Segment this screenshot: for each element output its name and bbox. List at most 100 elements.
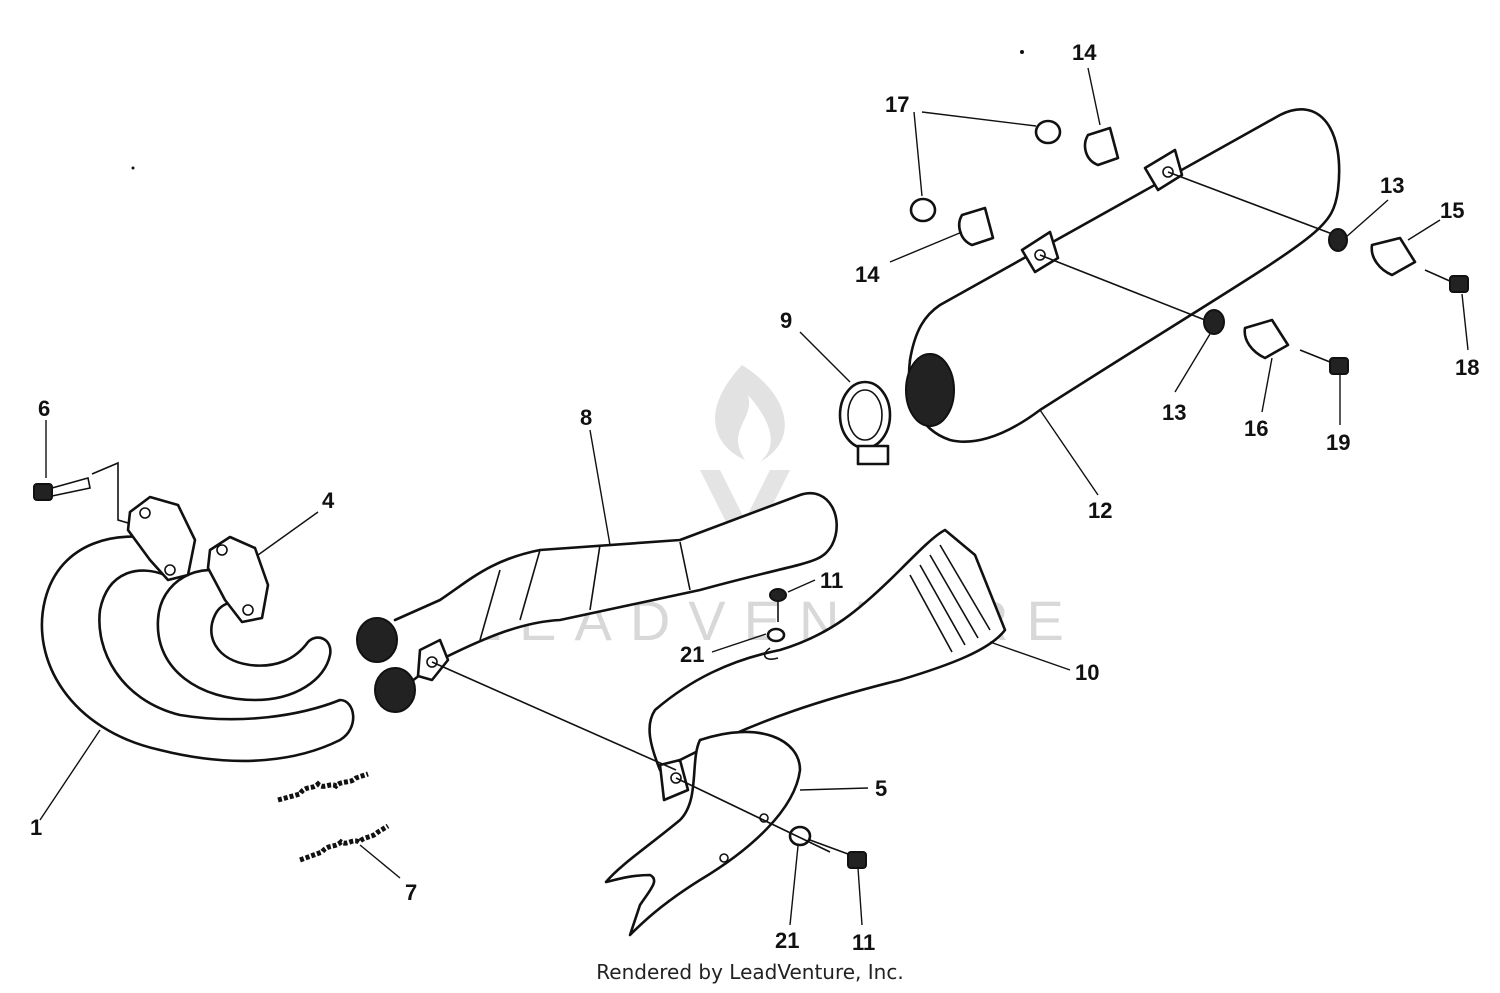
callout-16: 16 (1244, 416, 1268, 441)
shield-hole (719, 853, 729, 863)
grommet-13-lower (1203, 309, 1225, 335)
sleeve-14-upper (1083, 126, 1120, 167)
bracket-guide-line (431, 661, 677, 771)
grommet-13-upper (1328, 228, 1348, 252)
leader-4 (257, 511, 319, 556)
lower-heat-shield (604, 730, 802, 937)
flange-bolt (33, 461, 129, 524)
leader-14a (1087, 67, 1101, 126)
washer-lower (788, 825, 812, 847)
header-pipe-2 (156, 568, 332, 702)
callout-7: 7 (405, 880, 417, 905)
bolt-head (33, 483, 53, 501)
mid-pipe-body (393, 492, 838, 692)
bolt-19-head (1329, 357, 1349, 375)
clamp-inner (847, 389, 883, 441)
leader-7 (359, 844, 401, 879)
grommet-17-upper (1034, 119, 1062, 145)
header-pipe-assembly (40, 495, 355, 763)
leader-21a (711, 633, 767, 653)
washer-upper (766, 627, 786, 643)
exhaust-springs (277, 771, 390, 863)
speck (1020, 50, 1024, 54)
spring-upper (277, 771, 369, 803)
heat-shield-ribs (909, 544, 991, 653)
leader-13b (1174, 333, 1211, 393)
heat-shield (648, 528, 1007, 802)
callout-11-upper: 11 (820, 568, 843, 593)
callout-10: 10 (1075, 660, 1099, 685)
callout-13-lower: 13 (1162, 400, 1186, 425)
callout-19: 19 (1326, 430, 1350, 455)
callout-14-upper: 14 (1072, 40, 1097, 65)
render-credit: Rendered by LeadVenture, Inc. (596, 960, 904, 984)
header-pipe-1 (40, 535, 355, 763)
leader-16 (1261, 357, 1273, 413)
muffler-body (907, 108, 1341, 443)
leader-13a (1344, 199, 1389, 239)
mid-pipe-bracket (416, 638, 450, 682)
leader-15 (1407, 219, 1441, 241)
bolt-shank-lower (809, 839, 849, 855)
grommet-17-lower (909, 197, 937, 223)
bolt-clip-upper (763, 647, 779, 660)
mid-pipe-seams (479, 541, 691, 641)
leader-10 (989, 641, 1071, 671)
muffler-mount-front (1020, 230, 1060, 274)
leader-9 (799, 331, 851, 383)
leader-lines (39, 67, 1469, 926)
flange-hole (242, 604, 254, 616)
leader-11a (787, 579, 816, 593)
pipe-inlet-upper (356, 617, 398, 663)
leader-21b (789, 845, 799, 926)
callout-13-upper: 13 (1380, 173, 1404, 198)
leader-14b (889, 231, 963, 263)
leader-1 (39, 729, 101, 821)
callout-21-upper: 21 (680, 642, 704, 667)
sleeve-16 (1243, 318, 1290, 360)
callout-17: 17 (885, 92, 909, 117)
callout-14-lower: 14 (855, 262, 880, 287)
bracket-hole (426, 656, 438, 668)
leader-18 (1461, 293, 1469, 351)
leader-5 (799, 787, 869, 791)
callout-15: 15 (1440, 198, 1464, 223)
shield-tab (658, 758, 690, 802)
callout-labels: 1 4 5 6 7 8 9 10 11 11 12 13 13 14 14 15… (30, 40, 1479, 955)
lower-shield-body (604, 730, 802, 937)
leader-12 (1039, 409, 1099, 496)
flange-hole (139, 507, 151, 519)
header-flange-right (206, 535, 270, 624)
leader-17 (913, 111, 1037, 197)
callout-6: 6 (38, 396, 50, 421)
sleeve-15 (1370, 236, 1417, 277)
leader-11b (857, 867, 863, 926)
callout-5: 5 (875, 776, 887, 801)
lower-guide-line (675, 777, 831, 853)
spring-lower (299, 823, 390, 863)
v-logo (700, 470, 790, 560)
callout-12: 12 (1088, 498, 1112, 523)
sleeve-14-lower (958, 206, 995, 247)
bolt-head-upper (769, 588, 787, 602)
muffler-mount-hardware (909, 119, 1469, 375)
flange-hole (164, 564, 176, 576)
mid-pipe (356, 492, 838, 713)
muffler (905, 108, 1341, 443)
shield-fasteners (431, 588, 867, 869)
flame-logo (715, 365, 785, 462)
mount-hole (1162, 166, 1174, 178)
callout-18: 18 (1455, 355, 1479, 380)
exhaust-clamp (838, 380, 892, 466)
bolt-18-shank (1424, 269, 1453, 283)
bolt-18-head (1449, 275, 1469, 293)
pipe-inlet-lower (374, 667, 416, 713)
callout-11-lower: 11 (852, 930, 875, 955)
flange-hole (216, 544, 228, 556)
clamp-bolt (856, 444, 890, 466)
bolt-shank (51, 476, 91, 497)
mount-hole (1034, 249, 1046, 261)
callout-1: 1 (30, 815, 42, 840)
